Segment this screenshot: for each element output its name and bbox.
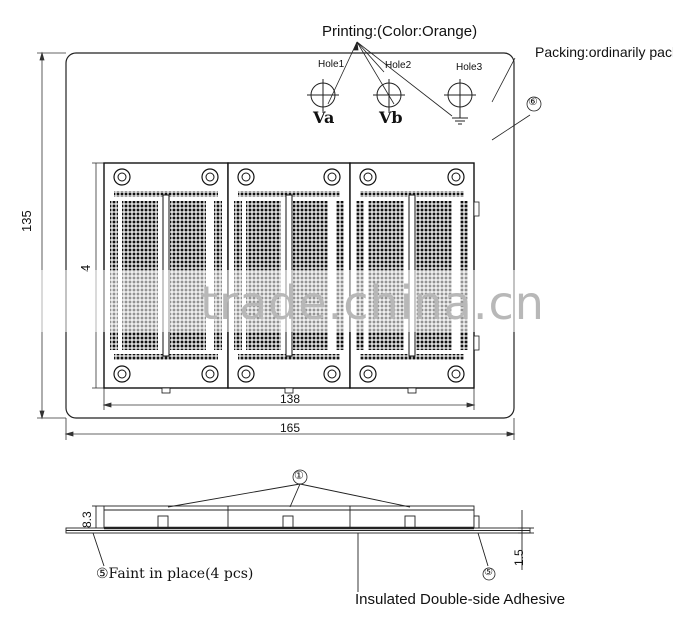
- dim-height-label: 135: [19, 210, 34, 232]
- side-dim-height-label: 8.3: [80, 511, 94, 528]
- hole-3-label: Hole3: [456, 62, 483, 73]
- callout-6-label: ⑥: [528, 96, 538, 108]
- callout-1-circle: [292, 469, 308, 485]
- module-tab: [284, 387, 294, 394]
- mounting-hole: [359, 365, 377, 383]
- callout-5-circle: [482, 567, 496, 581]
- base-plate: [65, 52, 515, 419]
- hole-2-label: Hole2: [385, 60, 412, 71]
- mounting-hole: [323, 168, 341, 186]
- mounting-hole: [201, 365, 219, 383]
- connector-tab-top: [473, 201, 480, 217]
- mounting-hole-inner: [327, 172, 337, 182]
- hole-1-label: Hole1: [318, 59, 345, 70]
- printing-note: Printing:(Color:Orange): [322, 23, 478, 40]
- label-strip: [360, 354, 464, 360]
- faint-note: ⑤Faint in place(4 pcs): [96, 566, 254, 582]
- label-strip: [114, 191, 218, 197]
- mounting-hole-inner: [205, 369, 215, 379]
- label-strip: [238, 354, 340, 360]
- mounting-hole: [113, 365, 131, 383]
- adhesive-note: Insulated Double-side Adhesive: [355, 591, 566, 608]
- watermark-text: trade.china.cn: [200, 276, 545, 330]
- mounting-hole: [113, 168, 131, 186]
- mounting-hole: [447, 365, 465, 383]
- mounting-hole-inner: [117, 369, 127, 379]
- mounting-hole: [237, 168, 255, 186]
- mounting-hole-inner: [363, 369, 373, 379]
- dim-outer-width-label: 165: [280, 421, 301, 435]
- mounting-hole-inner: [451, 172, 461, 182]
- label-strip: [114, 354, 218, 360]
- mounting-hole: [201, 168, 219, 186]
- dim-inner-width-label: 138: [280, 392, 301, 406]
- terminal-vb-label: Vb: [379, 108, 403, 127]
- leader-lines-printing: [327, 41, 531, 141]
- module-tab: [161, 387, 171, 394]
- mounting-hole: [447, 168, 465, 186]
- callout-6-circle: [526, 96, 542, 112]
- mounting-hole-inner: [117, 172, 127, 182]
- dim-line-height: [37, 51, 66, 420]
- label-strip: [360, 191, 464, 197]
- mounting-hole-inner: [205, 172, 215, 182]
- mounting-hole-inner: [451, 369, 461, 379]
- mounting-hole: [237, 365, 255, 383]
- mounting-hole: [359, 168, 377, 186]
- mounting-hole: [323, 365, 341, 383]
- mounting-hole-inner: [327, 369, 337, 379]
- side-view: [65, 483, 534, 592]
- label-strip: [238, 191, 340, 197]
- terminal-va-label: Va: [313, 108, 335, 127]
- callout-5-label: ⑤: [484, 567, 493, 578]
- dim-line-widths: [64, 388, 516, 440]
- packing-note: Packing:ordinarily pack: [535, 44, 673, 60]
- connector-tab-bottom: [473, 335, 480, 351]
- side-dim-base-label: 1.5: [512, 549, 526, 566]
- mounting-hole-inner: [241, 369, 251, 379]
- mounting-hole-inner: [363, 172, 373, 182]
- callout-1-label: ①: [294, 470, 304, 482]
- watermark: trade.china.cn: [30, 270, 650, 332]
- module-tab: [407, 387, 417, 394]
- mounting-hole-inner: [241, 172, 251, 182]
